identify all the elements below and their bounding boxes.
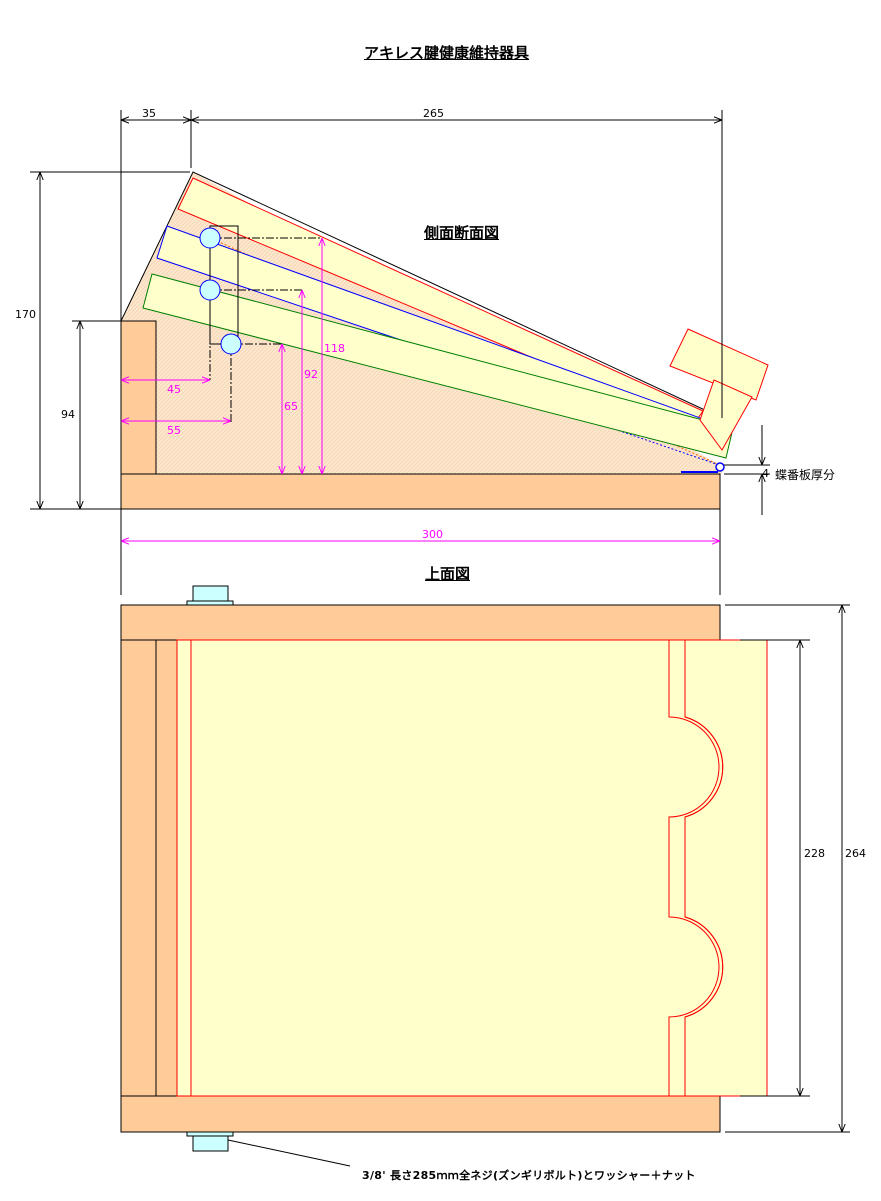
hinge-pin [715,462,725,472]
wedge-outline [120,171,723,419]
peg-low [220,333,242,355]
dim-228-label: 228 [804,847,825,860]
foot-plate-upright [669,328,769,401]
dim-35-label: 35 [142,107,156,120]
dim-45-label: 45 [167,383,181,396]
rear-strip-top [155,639,178,1097]
dim-265-label: 265 [423,107,444,120]
dim-65-label: 65 [284,400,298,413]
hinge-thickness-note: 蝶番板厚分 [775,468,836,482]
dim-55-label: 55 [167,424,181,437]
washer-top [186,600,234,606]
peg-mid [199,279,221,301]
bolt-head-top [192,585,229,602]
top-view-title: 上面図 [425,565,471,583]
dim-300-label: 300 [422,528,443,541]
dim-118-label: 118 [324,342,345,355]
bottom-rail [120,1095,721,1133]
top-view: 228 264 [120,585,866,1167]
bolt-head-bottom [192,1135,229,1152]
dim-170-label: 170 [15,308,36,321]
top-view-dimensions [227,604,850,1167]
rear-block [120,320,157,475]
bolt-note: 3/8' 長さ285ｍｍ全ネジ(ズンギリボルト)とワッシャー＋ナット [362,1169,696,1182]
green-board [142,273,734,459]
rear-block-top [120,639,157,1097]
dim-94-label: 94 [61,408,75,421]
peg-high [199,227,221,249]
side-section-view: 35 265 170 94 4 45 55 65 92 118 300 [15,107,770,595]
dim-92-label: 92 [304,368,318,381]
main-title: アキレス腱健康維持器具 [364,44,530,62]
washer-bottom [186,1131,234,1137]
black-dimensions [30,110,770,595]
dim-4-label: 4 [762,467,769,480]
side-section-title: 側面断面図 [424,224,500,242]
foot-plate-stem [699,379,753,451]
magenta-dimensions [121,238,720,541]
dim-264-label: 264 [845,847,866,860]
top-rail [120,604,721,641]
heel-cutouts-outer [684,716,724,1018]
base-plate [120,473,721,510]
projection-lines [209,237,322,422]
